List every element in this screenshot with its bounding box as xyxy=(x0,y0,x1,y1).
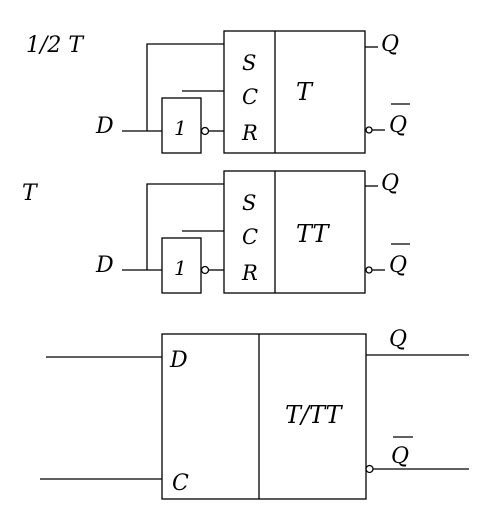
latch-half-out-qbar: Q xyxy=(389,113,407,138)
latch-full-block: T S C R TT D 1 Q Q xyxy=(22,170,410,294)
latch-half-s-wire xyxy=(146,43,224,131)
latch-full-label: T xyxy=(22,181,39,206)
combined-pin-c: C xyxy=(172,471,189,496)
latch-full-out-qbar: Q xyxy=(389,253,407,278)
latch-half-type: T xyxy=(296,78,314,106)
latch-full-s-wire xyxy=(146,183,224,270)
latch-half-inverter-bubble xyxy=(200,126,210,136)
latch-half-qbar-bubble xyxy=(365,126,373,134)
latch-half-pin-s: S xyxy=(242,51,256,75)
latch-full-input-d: D xyxy=(95,253,114,278)
latch-half-inverter-label: 1 xyxy=(174,116,187,140)
combined-box xyxy=(161,333,367,500)
latch-half-label: 1/2 T xyxy=(26,33,85,58)
combined-out-qbar: Q xyxy=(391,444,409,469)
latch-half-block: 1/2 T S C R T D 1 Q Q xyxy=(26,30,410,154)
combined-type: T/TT xyxy=(285,401,344,429)
combined-out-q: Q xyxy=(389,327,407,352)
latch-full-out-q: Q xyxy=(381,171,399,196)
latch-full-type: TT xyxy=(296,220,330,248)
latch-full-qbar-bubble xyxy=(365,266,373,274)
latch-half-pin-c: C xyxy=(242,85,258,109)
latch-half-inverter xyxy=(161,97,202,154)
latch-half-box xyxy=(223,30,366,154)
combined-qbar-bubble xyxy=(365,464,374,474)
latch-half-pin-r: R xyxy=(241,121,258,145)
latch-full-pin-r: R xyxy=(241,261,258,285)
latch-full-inverter-bubble xyxy=(200,265,210,275)
combined-block: D C T/TT Q Q xyxy=(40,327,469,500)
latch-full-inverter-label: 1 xyxy=(174,256,187,280)
latch-full-box xyxy=(223,170,366,294)
latch-full-pin-s: S xyxy=(242,191,256,215)
combined-pin-d: D xyxy=(169,348,188,373)
latch-half-input-d: D xyxy=(95,114,114,139)
latch-full-pin-c: C xyxy=(242,225,258,249)
latch-full-inverter xyxy=(161,237,202,294)
latch-half-out-q: Q xyxy=(381,32,399,57)
